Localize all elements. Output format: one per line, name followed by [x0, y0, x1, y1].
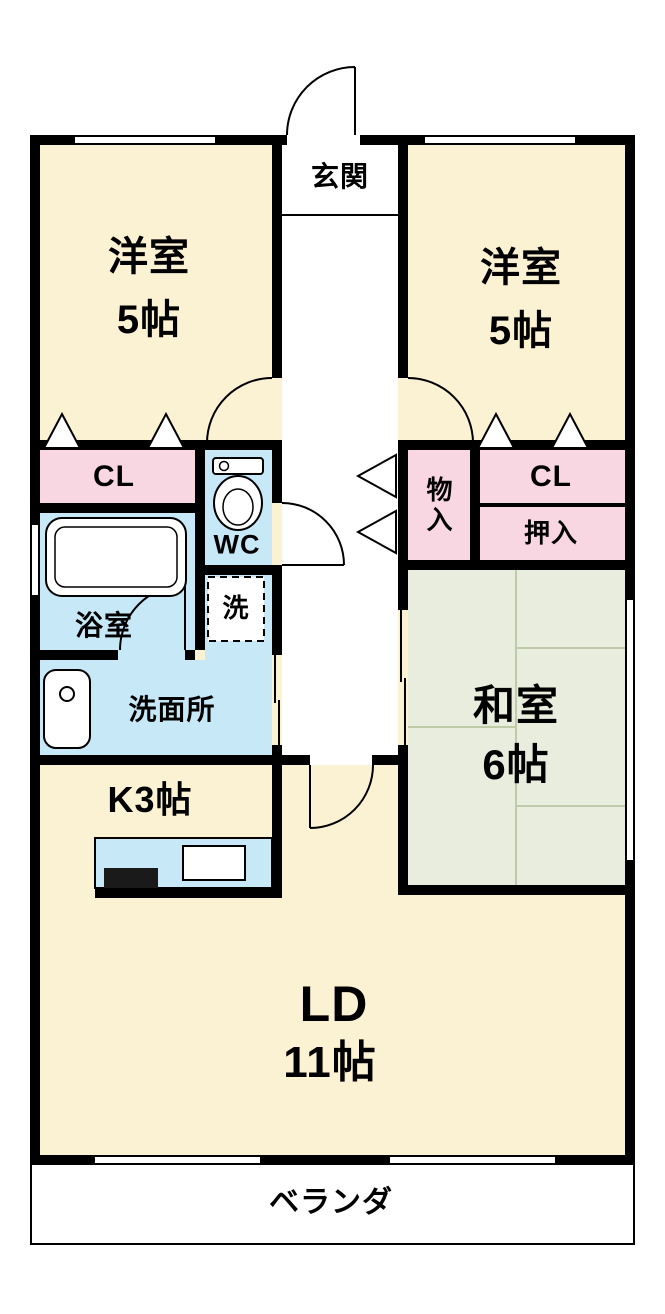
- storage-triangle-2: [355, 509, 397, 555]
- kitchen-range-icon: [104, 868, 158, 888]
- room-storage: [408, 450, 470, 560]
- closet-right-triangle-2: [550, 411, 590, 449]
- oshiire-label: 押入: [523, 518, 579, 548]
- window-bath: [30, 525, 40, 595]
- west-room-left-label: 洋室: [108, 235, 190, 279]
- storage-triangle-1: [355, 453, 397, 499]
- room-hallway: [282, 145, 398, 765]
- washroom-sliding-door: [274, 655, 280, 745]
- living-dining-label: LD: [299, 976, 369, 1032]
- hall-ld-door-arc: [309, 764, 374, 829]
- genkan-label: 玄関: [310, 161, 370, 192]
- entrance-opening: [287, 133, 360, 147]
- door-arcs: [119, 66, 474, 829]
- room-oshiire: [480, 507, 625, 560]
- bathtub-icon: [45, 517, 187, 597]
- storage-label: 物入: [423, 476, 453, 536]
- west-room-right-door-arc: [407, 377, 474, 444]
- closet-left-triangle-1: [42, 411, 82, 449]
- kitchen-label: K3帖: [107, 779, 193, 820]
- window-top-right: [425, 135, 575, 145]
- closet-right-triangle-1: [476, 411, 516, 449]
- entrance-door-arc: [286, 66, 356, 136]
- kitchen-counter-icon: [94, 837, 273, 889]
- window-top-left: [75, 135, 215, 145]
- closet-left-label: CL: [93, 460, 135, 493]
- washer-pan-icon: [207, 576, 265, 642]
- closet-door-triangles: [42, 411, 590, 555]
- tatami-lines: [408, 570, 625, 885]
- veranda-outline: [30, 1165, 635, 1245]
- windows: [30, 135, 635, 1165]
- entrance-step-line: [282, 214, 398, 216]
- west-room-left-size: 5帖: [116, 298, 182, 342]
- laundry-label: 洗: [222, 593, 250, 623]
- washitsu-size: 6帖: [482, 741, 550, 788]
- wc-door-arc: [281, 502, 345, 566]
- window-washitsu: [625, 600, 635, 860]
- wc-label: WC: [213, 529, 261, 560]
- west-room-right-size: 5帖: [488, 309, 554, 353]
- closet-right-label: CL: [530, 460, 572, 493]
- sink-icon: [43, 669, 91, 749]
- west-room-left-door-arc: [206, 377, 273, 444]
- room-closet-left: [40, 450, 195, 503]
- washitsu-sliding-door: [400, 610, 406, 745]
- sliding-doors: [274, 610, 406, 745]
- veranda-label: ベランダ: [269, 1186, 393, 1219]
- toilet-icon: [212, 457, 264, 531]
- window-ld-right: [390, 1155, 555, 1165]
- living-dining-size: 11帖: [283, 1038, 377, 1087]
- closet-left-triangle-2: [146, 411, 186, 449]
- washroom-label: 洗面所: [128, 694, 216, 725]
- bath-label: 浴室: [74, 610, 134, 641]
- washitsu-label: 和室: [472, 682, 560, 729]
- room-closet-right: [480, 450, 625, 503]
- window-ld-left: [95, 1155, 260, 1165]
- west-room-right-label: 洋室: [480, 246, 562, 290]
